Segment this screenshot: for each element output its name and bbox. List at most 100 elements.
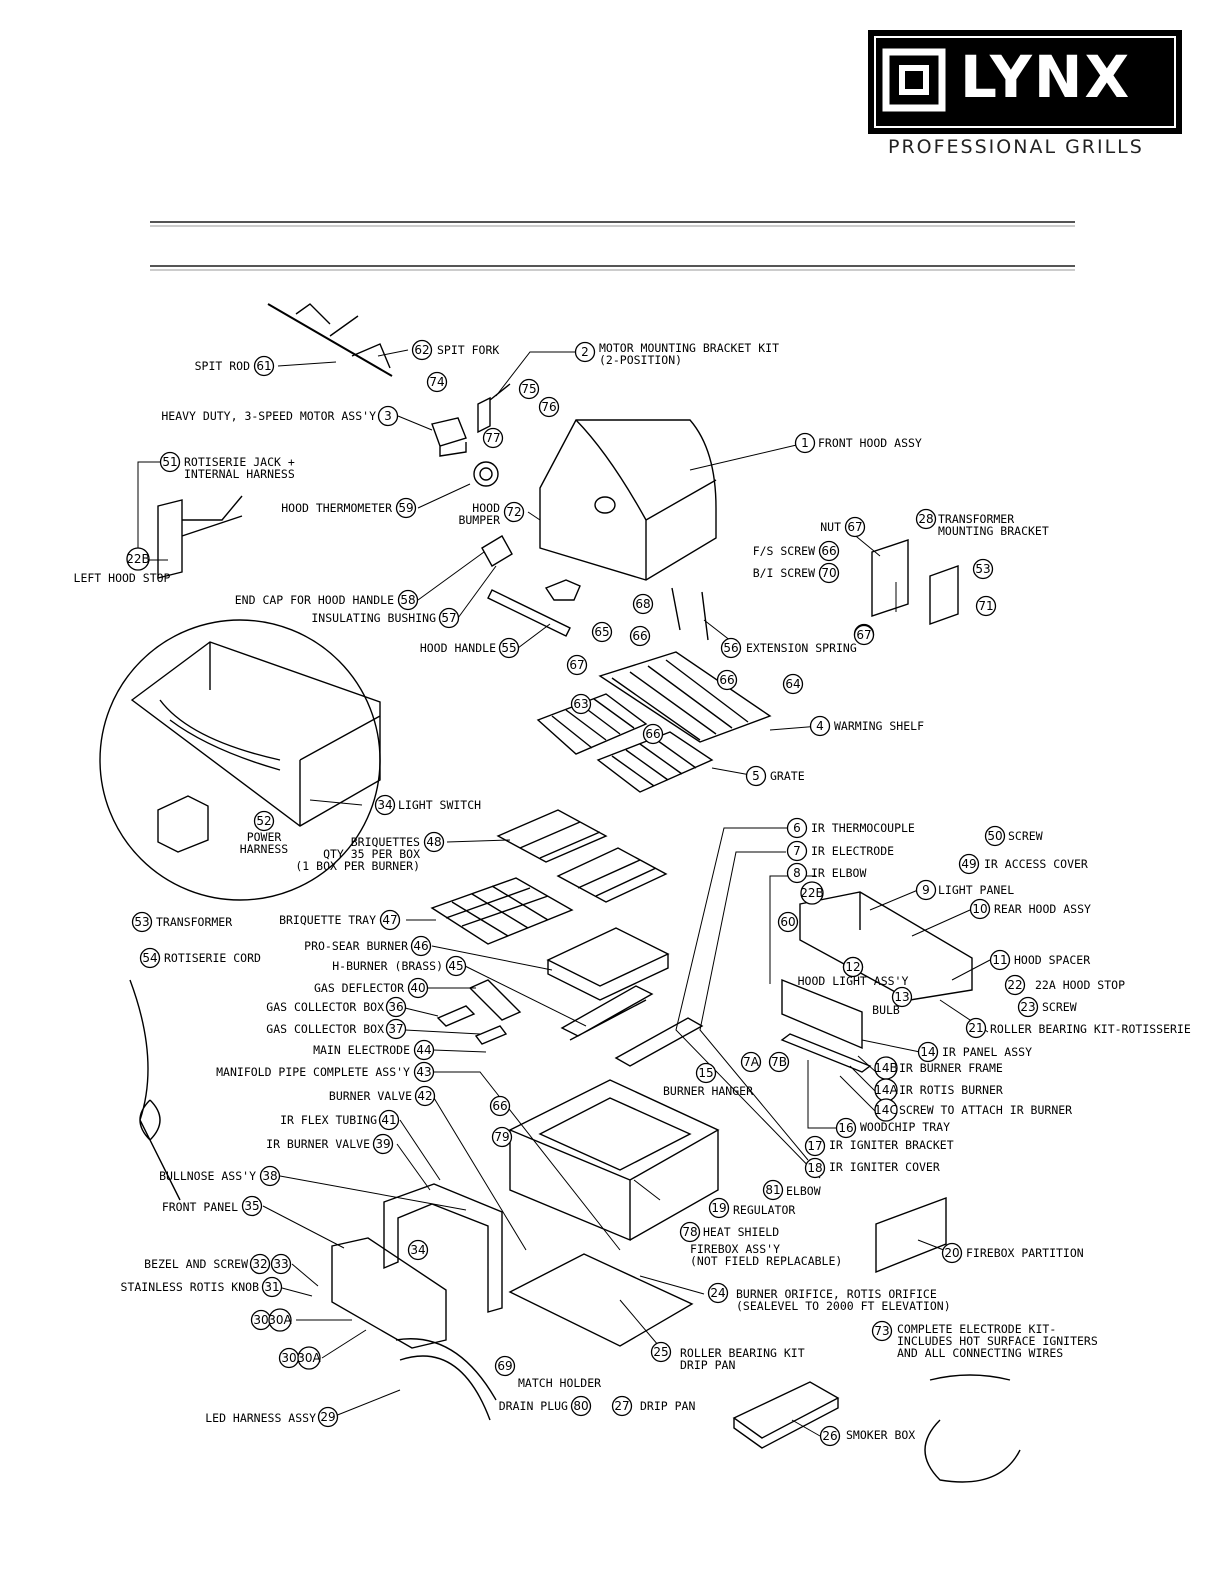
lynx-logo: LYNX PROFESSIONAL GRILLS bbox=[868, 30, 1182, 160]
callout-circle bbox=[975, 595, 997, 617]
callout-circle bbox=[413, 1061, 435, 1083]
part-label-line: QTY 35 PER BOX bbox=[323, 847, 420, 861]
callout-extra-64: 64 bbox=[782, 673, 804, 695]
callout-circle bbox=[126, 547, 150, 571]
callout-circle bbox=[385, 1018, 407, 1040]
part-label-line: END CAP FOR HOOD HANDLE bbox=[235, 593, 394, 607]
callout-extra-12: 12 bbox=[842, 956, 864, 978]
callout-circle bbox=[720, 637, 742, 659]
part-label-40: GAS DEFLECTOR bbox=[314, 981, 404, 995]
part-label-58: END CAP FOR HOOD HANDLE bbox=[235, 593, 394, 607]
callout-number: 66 bbox=[719, 673, 734, 687]
callout-extra-7a: 7A bbox=[740, 1051, 762, 1073]
callout-73: 73 bbox=[871, 1320, 893, 1342]
callout-number: 1 bbox=[801, 436, 809, 450]
callout-15: 15 bbox=[695, 1062, 717, 1084]
part-label-line: BURNER HANGER bbox=[663, 1084, 753, 1098]
callout-circle bbox=[397, 589, 419, 611]
part-label-line: IR ELBOW bbox=[811, 866, 866, 880]
callout-number: 27 bbox=[614, 1399, 629, 1413]
callout-number: 47 bbox=[382, 913, 397, 927]
callout-70: 70 bbox=[818, 562, 840, 584]
part-label-line: MANIFOLD PIPE COMPLETE ASS'Y bbox=[216, 1065, 410, 1079]
logo-badge: LYNX bbox=[868, 30, 1182, 134]
callout-number: 22B bbox=[126, 552, 150, 566]
callout-extra-30a: 30A bbox=[268, 1308, 293, 1332]
callout-number: 64 bbox=[785, 677, 800, 691]
callout-number: 7B bbox=[771, 1055, 787, 1069]
part-label-line: AND ALL CONNECTING WIRES bbox=[897, 1346, 1063, 1360]
part-label-53: TRANSFORMER bbox=[156, 915, 232, 929]
callout-circle bbox=[716, 669, 738, 691]
callout-circle bbox=[786, 862, 808, 884]
header-rules bbox=[150, 221, 1075, 271]
part-label-19: REGULATOR bbox=[733, 1203, 795, 1217]
logo-frame bbox=[874, 36, 1176, 128]
callout-52: 52 bbox=[253, 810, 275, 832]
callout-number: 44 bbox=[416, 1043, 431, 1057]
callout-extra-79: 79 bbox=[491, 1126, 513, 1148]
callout-number: 71 bbox=[978, 599, 993, 613]
callout-4: 4 bbox=[809, 715, 831, 737]
part-label-line: HOOD bbox=[472, 501, 500, 515]
callout-26: 26 bbox=[819, 1425, 841, 1447]
callout-extra-22b: 22B bbox=[800, 881, 824, 905]
callout-circle bbox=[159, 451, 181, 473]
callout-circle bbox=[139, 947, 161, 969]
callout-circle bbox=[740, 1051, 762, 1073]
callout-leaders bbox=[137, 349, 991, 1437]
callout-number: 41 bbox=[381, 1113, 396, 1127]
part-label-66: F/S SCREW bbox=[753, 544, 815, 558]
callout-circle bbox=[984, 825, 1006, 847]
callout-number: 2 bbox=[581, 345, 589, 359]
callout-circle bbox=[786, 840, 808, 862]
part-label-line: INTERNAL HARNESS bbox=[184, 467, 295, 481]
callout-number: 5 bbox=[752, 769, 760, 783]
part-label-4: WARMING SHELF bbox=[834, 719, 924, 733]
callout-24: 24 bbox=[707, 1282, 729, 1304]
part-label-57: INSULATING BUSHING bbox=[311, 611, 436, 625]
part-label-line: GAS DEFLECTOR bbox=[314, 981, 404, 995]
callout-circle bbox=[385, 996, 407, 1018]
part-label-line: B/I SCREW bbox=[753, 566, 815, 580]
callout-circle bbox=[438, 607, 460, 629]
callout-circle bbox=[915, 879, 937, 901]
callout-circle bbox=[745, 765, 767, 787]
callout-circle bbox=[969, 898, 991, 920]
callout-circle bbox=[768, 1051, 790, 1073]
part-label-line: DRIP PAN bbox=[640, 1399, 695, 1413]
callout-number: 67 bbox=[847, 520, 862, 534]
callout-number: 49 bbox=[961, 857, 976, 871]
part-label-13: BULB bbox=[872, 1003, 900, 1017]
lynx-mark-icon bbox=[882, 48, 946, 112]
callout-57: 57 bbox=[438, 607, 460, 629]
callout-circle bbox=[407, 977, 429, 999]
callout-circle bbox=[804, 1157, 826, 1179]
part-label-line: MATCH HOLDER bbox=[518, 1376, 601, 1390]
part-label-line: TRANSFORMER bbox=[156, 915, 232, 929]
callout-number: 19 bbox=[711, 1201, 726, 1215]
part-label-20: FIREBOX PARTITION bbox=[966, 1246, 1084, 1260]
callout-number: 8 bbox=[793, 866, 801, 880]
part-label-42: BURNER VALVE bbox=[329, 1089, 412, 1103]
callout-number: 11 bbox=[992, 953, 1007, 967]
part-label-line: GAS COLLECTOR BOX bbox=[266, 1000, 384, 1014]
callout-46: 46 bbox=[410, 935, 432, 957]
part-label-67: NUT bbox=[820, 520, 841, 534]
callout-17: 17 bbox=[804, 1135, 826, 1157]
callout-number: 38 bbox=[262, 1169, 277, 1183]
callout-number: 67 bbox=[856, 628, 871, 642]
part-label-line: ROTISERIE JACK + bbox=[184, 455, 295, 469]
callout-34: 34 bbox=[374, 794, 396, 816]
callout-number: 21 bbox=[968, 1021, 983, 1035]
callout-extra-7b: 7B bbox=[768, 1051, 790, 1073]
part-label-line: (1 BOX PER BURNER) bbox=[295, 859, 420, 873]
callout-number: 66 bbox=[645, 727, 660, 741]
callout-28: 28 bbox=[915, 508, 937, 530]
callout-number: 30 bbox=[253, 1313, 268, 1327]
callout-circle bbox=[794, 432, 816, 454]
callout-number: 14C bbox=[874, 1103, 898, 1117]
callout-circle bbox=[915, 508, 937, 530]
